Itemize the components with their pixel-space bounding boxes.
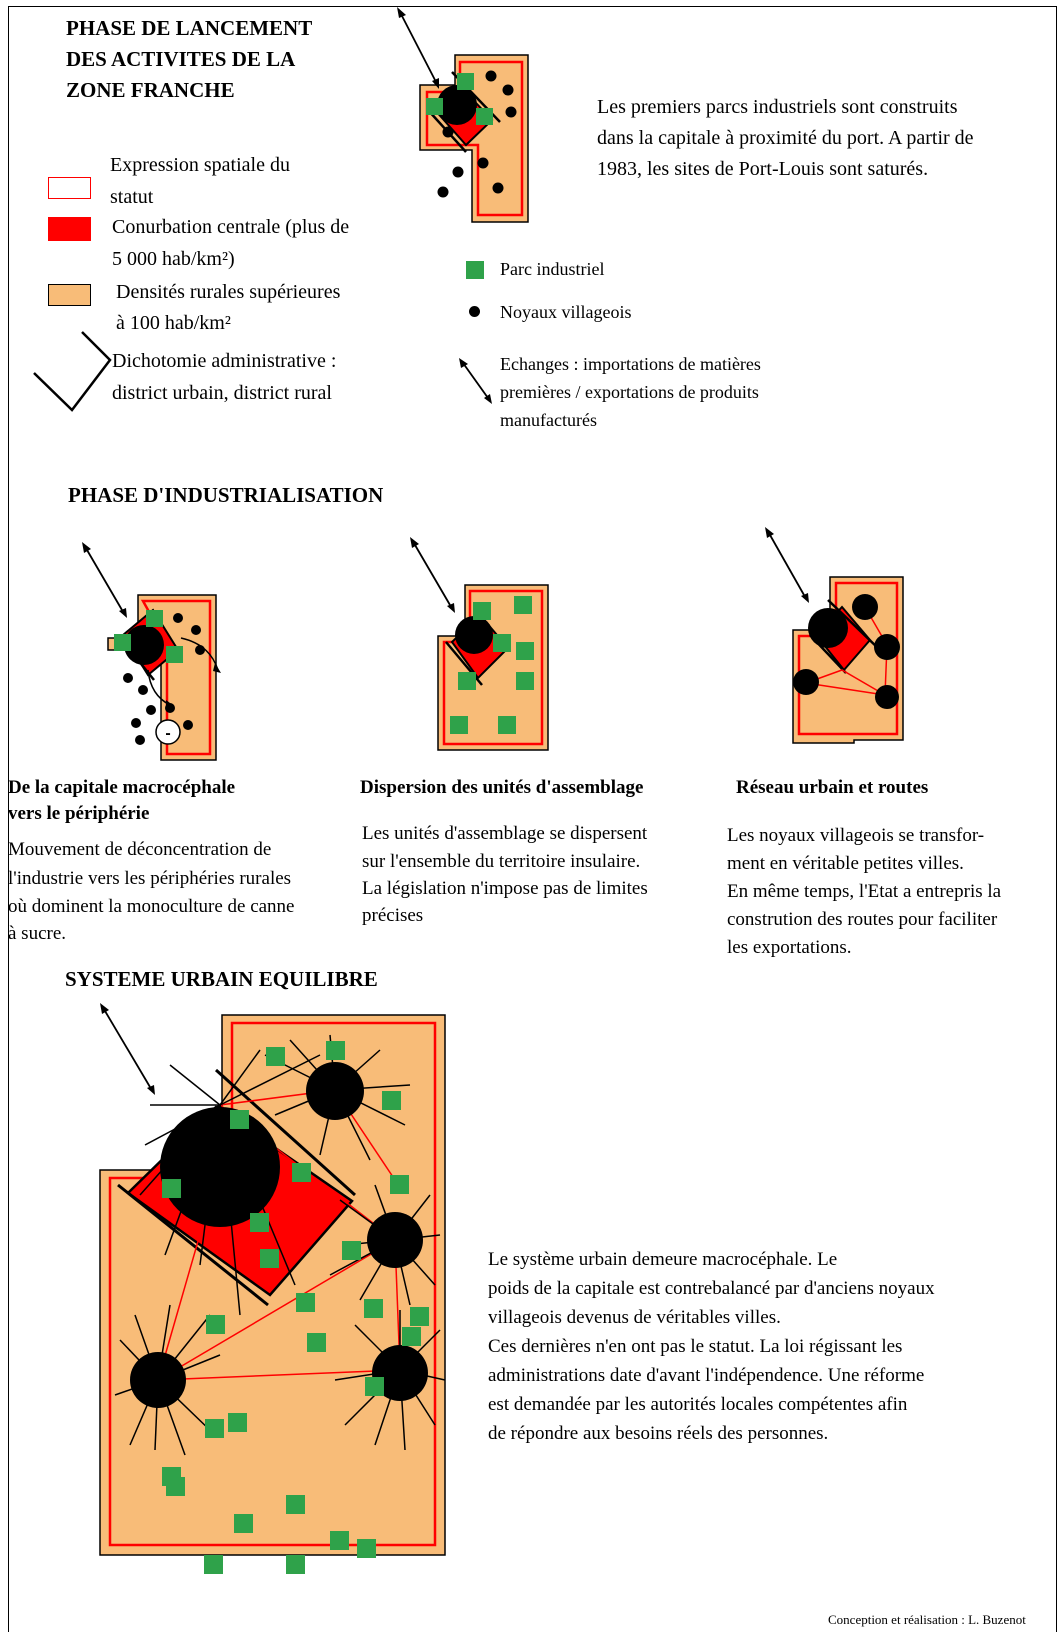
phase3-map bbox=[99, 1003, 446, 1574]
legend-status-line-1: Expression spatiale du bbox=[110, 154, 290, 176]
legend-village-label: Noyaux villageois bbox=[500, 302, 632, 322]
panel3-heading: Réseau urbain et routes bbox=[736, 777, 929, 798]
phase1-title-line-2: DES ACTIVITES DE LA bbox=[66, 47, 296, 71]
legend-central-line-1: Conurbation centrale (plus de bbox=[112, 216, 350, 238]
village-nucleus-dot bbox=[469, 306, 480, 317]
panel3-text-line-1: Les noyaux villageois se transfor- bbox=[727, 825, 985, 846]
panel3-text-line-2: ment en véritable petites villes. bbox=[727, 853, 964, 874]
legend-park-label: Parc industriel bbox=[500, 259, 605, 279]
phase2-panel2-map bbox=[410, 537, 549, 751]
legend-dichotomy-line-1: Dichotomie administrative : bbox=[112, 350, 337, 372]
minus-sign-label: - bbox=[165, 725, 170, 742]
phase3-text-line-3: villageois devenus de véritables villes. bbox=[488, 1307, 781, 1328]
phase1-description-line-3: 1983, les sites de Port-Louis sont satur… bbox=[597, 158, 929, 180]
legend-rural-line-2: à 100 hab/km² bbox=[116, 312, 231, 334]
phase3-text-line-5: administrations date d'avant l'indépende… bbox=[488, 1365, 925, 1386]
legend-exchange-line-2: premières / exportations de produits bbox=[500, 382, 759, 402]
phase1-title-line-3: ZONE FRANCHE bbox=[66, 78, 235, 102]
legend-central-line-2: 5 000 hab/km²) bbox=[112, 248, 235, 270]
phase3-text-line-7: de répondre aux besoins réels des person… bbox=[488, 1423, 829, 1444]
rural-density-swatch bbox=[48, 284, 91, 306]
legend-exchange-line-3: manufacturés bbox=[500, 410, 597, 430]
panel3-text-line-4: constrution des routes pour faciliter bbox=[727, 909, 998, 930]
phase1-description-line-2: dans la capitale à proximité du port. A … bbox=[597, 127, 974, 149]
panel1-text-line-2: l'industrie vers les périphéries rurales bbox=[8, 868, 292, 889]
phase2-title: PHASE D'INDUSTRIALISATION bbox=[68, 483, 384, 507]
panel2-text-line-4: précises bbox=[362, 905, 424, 926]
panel1-text-line-3: où dominent la monoculture de canne bbox=[8, 896, 295, 917]
central-conurbation-swatch bbox=[48, 217, 91, 241]
exchange-arrow-icon bbox=[459, 358, 492, 404]
status-outline-swatch bbox=[48, 177, 91, 199]
phase2-panel1-map: - bbox=[82, 542, 221, 761]
panel2-text-line-1: Les unités d'assemblage se dispersent bbox=[362, 823, 648, 844]
phase1-title-line-1: PHASE DE LANCEMENT bbox=[66, 16, 313, 40]
phase3-text-line-2: poids de la capitale est contrebalancé p… bbox=[488, 1278, 935, 1299]
panel2-text-line-3: La législation n'impose pas de limites bbox=[362, 878, 648, 899]
phase1-description-line-1: Les premiers parcs industriels sont cons… bbox=[597, 96, 958, 118]
phase3-text-line-4: Ces dernières n'en ont pas le statut. La… bbox=[488, 1336, 903, 1357]
panel2-text-line-2: sur l'ensemble du territoire insulaire. bbox=[362, 851, 641, 872]
administrative-dichotomy-icon bbox=[33, 331, 112, 412]
panel1-text-line-4: à sucre. bbox=[8, 923, 67, 944]
phase2-panel3-map bbox=[765, 527, 904, 744]
page-frame bbox=[8, 6, 1057, 1632]
legend-dichotomy-line-2: district urbain, district rural bbox=[112, 382, 332, 404]
panel1-heading-line-1: De la capitale macrocéphale bbox=[8, 777, 236, 798]
legend-status-line-2: statut bbox=[110, 186, 154, 208]
panel3-text-line-5: les exportations. bbox=[727, 937, 852, 958]
legend-rural-line-1: Densités rurales supérieures bbox=[116, 281, 341, 303]
panel2-heading: Dispersion des unités d'assemblage bbox=[360, 777, 644, 798]
panel3-text-line-3: En même temps, l'Etat a entrepris la bbox=[727, 881, 1002, 902]
phase1-map bbox=[397, 7, 529, 223]
panel1-text-line-1: Mouvement de déconcentration de bbox=[8, 839, 272, 860]
phase3-text-line-1: Le système urbain demeure macrocéphale. … bbox=[488, 1249, 838, 1270]
phase3-title: SYSTEME URBAIN EQUILIBRE bbox=[65, 967, 378, 991]
industrial-park-square bbox=[466, 261, 484, 279]
legend-exchange-line-1: Echanges : importations de matières bbox=[500, 354, 761, 374]
panel1-heading-line-2: vers le périphérie bbox=[8, 803, 150, 824]
phase3-text-line-6: est demandée par les autorités locales c… bbox=[488, 1394, 908, 1415]
credit-line: Conception et réalisation : L. Buzenot bbox=[828, 1612, 1026, 1627]
